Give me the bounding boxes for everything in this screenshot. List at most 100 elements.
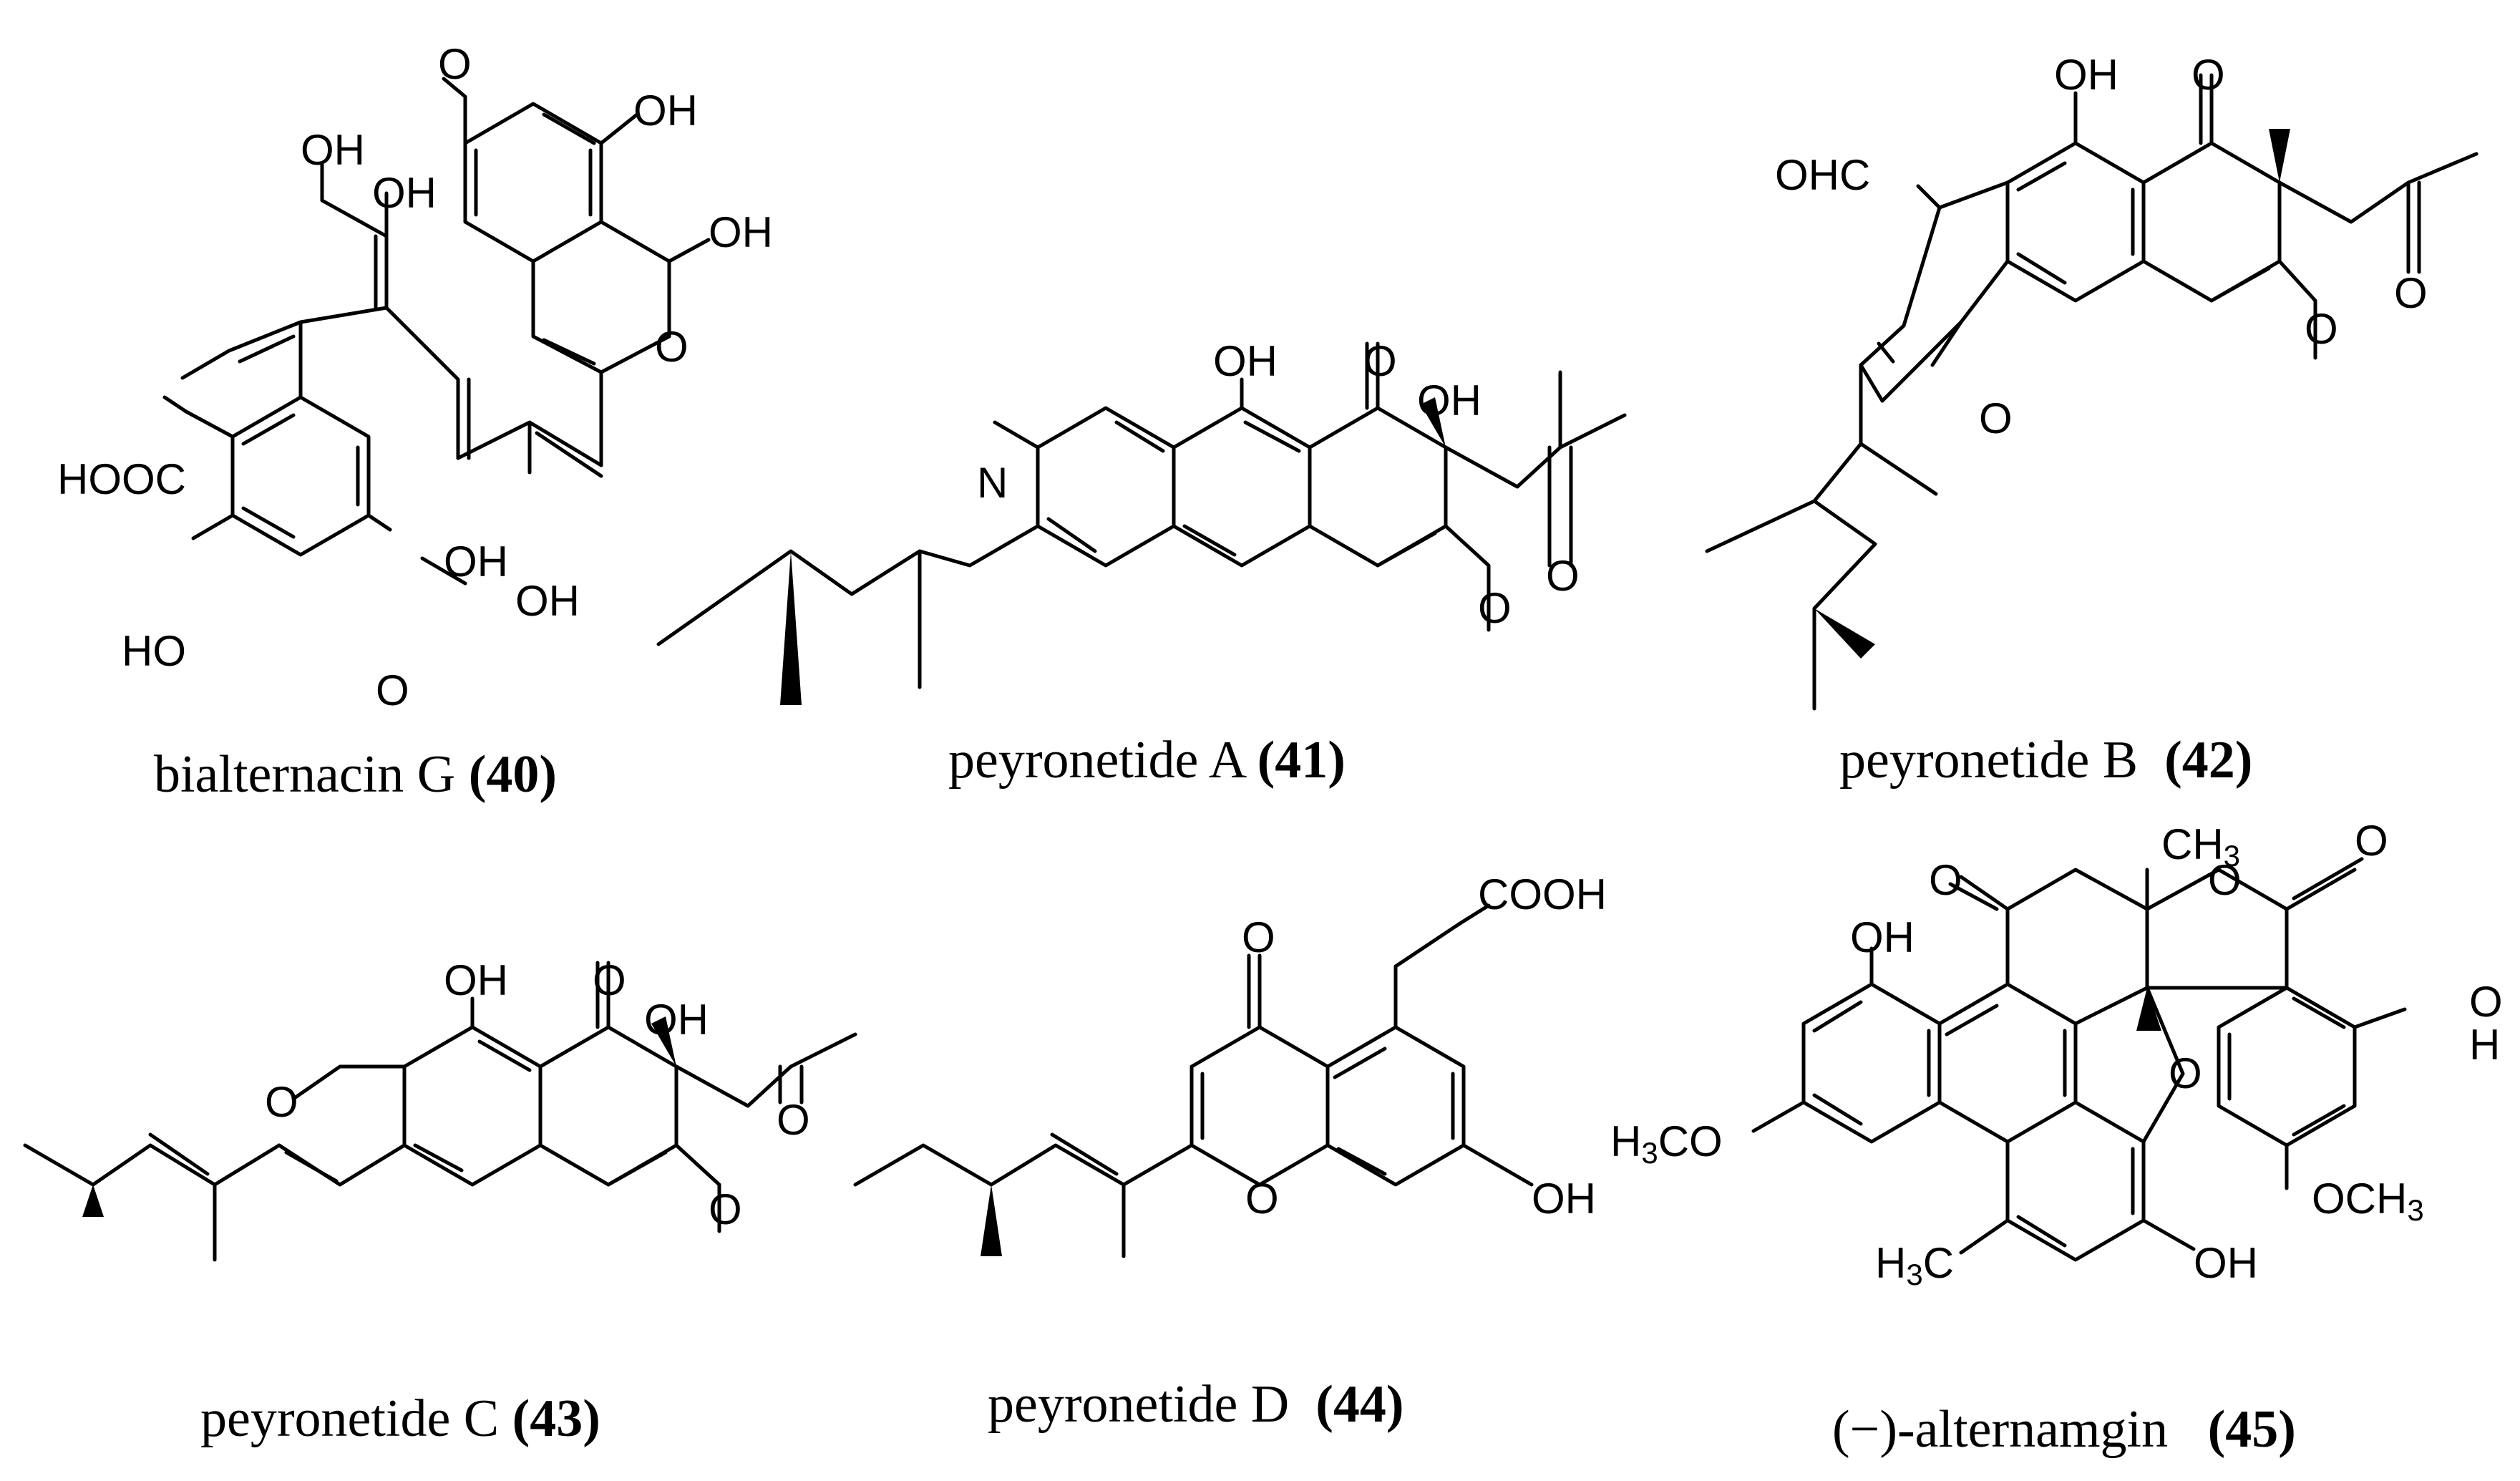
bond-44-sidechain: [853, 1132, 1194, 1258]
bond-44-subst: [1247, 903, 1534, 1187]
atom-43-oh-c: OH: [644, 996, 709, 1044]
atom-40-oh-f: OH: [515, 577, 580, 625]
atom-43-o-ring: O: [265, 1078, 298, 1126]
structure-42: OH O OHC O O O: [1705, 51, 2478, 711]
caption-41: peyronetide A (41): [948, 731, 1346, 790]
bond-40-ethylidene-double: [238, 334, 296, 364]
atom-40-oh-b: OH: [301, 126, 365, 174]
ring-42-benzene-double: [2016, 161, 2135, 285]
bond-43-sidechain: [23, 1132, 281, 1262]
bond-43-ome: [674, 1143, 721, 1233]
ring-40-benzo: [463, 102, 603, 263]
ring-45-a-double: [1812, 1000, 1931, 1126]
bond-43-acetyl-co: [778, 1064, 804, 1104]
atom-44-cooh: COOH: [1478, 870, 1607, 918]
ring-42-enone: [2141, 141, 2282, 303]
bond-40-chain-c: [456, 420, 603, 478]
ring-43-benzo-double: [413, 1039, 532, 1172]
atom-41-n: N: [977, 459, 1008, 507]
ring-41-benzo: [1172, 406, 1312, 568]
bond-40-cooh: [162, 395, 235, 439]
ring-41-pyridine-double: [1046, 420, 1165, 553]
bond-40-chain-b: [384, 306, 471, 460]
ring-41-benzo-double: [1182, 420, 1301, 557]
ring-42-benzene: [2005, 141, 2146, 303]
ring-44-benzo-double: [1333, 1047, 1455, 1176]
atom-45-ch3-top: CH3: [2161, 820, 2240, 873]
atom-42-o-furan: O: [1979, 394, 2013, 442]
caption-40: bialternacin G (40): [154, 745, 557, 804]
structure-44: O COOH O OH: [853, 870, 1607, 1258]
wedge-43-oh: [651, 1016, 676, 1067]
atom-40-oh-c: OH: [372, 169, 437, 217]
ring-40-pyran-b: [542, 259, 671, 366]
bond-43-subst: [470, 961, 857, 1108]
caption-43: peyronetide C (43): [200, 1389, 600, 1448]
atom-40-o-bottom: O: [376, 666, 409, 714]
structure-43: OH O OH O O O: [23, 956, 857, 1262]
wedge-45: [2136, 988, 2161, 1031]
ring-40-pyran: [531, 220, 671, 374]
atom-41-oh-top: OH: [1213, 337, 1278, 385]
ring-41-enone-double: [1376, 531, 1437, 568]
ring-43-benzo: [402, 1025, 543, 1187]
structure-45: CH3 O O O OH O H O H3CO OCH3 H3C OH: [1610, 817, 2503, 1291]
caption-44: peyronetide D (44): [988, 1375, 1404, 1434]
atom-40-oh-a: OH: [633, 87, 698, 135]
atom-45-oh-l: OH: [1850, 913, 1915, 961]
atom-40-oh-d: OH: [709, 208, 773, 256]
atom-43-o-acetyl: O: [777, 1096, 810, 1144]
bond-45-links: [2141, 868, 2407, 1144]
atom-40-ome-top: O: [438, 40, 472, 88]
caption-45: (−)-alternamgin (45): [1832, 1400, 2296, 1459]
ring-44-benzo: [1325, 1025, 1466, 1187]
bond-42-acetyl: [2277, 152, 2478, 274]
atom-42-oh-top: OH: [2054, 51, 2118, 99]
bond-41-subst: [1240, 341, 1627, 489]
ring-43-enone: [538, 1025, 678, 1187]
ring-45-c: [2005, 1100, 2146, 1262]
bond-42-ome: [2277, 259, 2317, 360]
atom-42-o-acetyl: O: [2394, 269, 2428, 317]
bond-41-acetyl-co: [1547, 445, 1573, 568]
ring-44-pyrone: [1190, 1025, 1330, 1187]
ring-42-furan-double: [1877, 341, 1895, 364]
ring-45-b: [1937, 982, 2078, 1144]
ring-45-e: [2217, 986, 2357, 1147]
bond-40-enol-a: [298, 234, 389, 324]
wedge-43: [82, 1185, 104, 1217]
structure-41: OH O OH N O O: [656, 337, 1627, 705]
atom-40-o-ring: O: [655, 323, 689, 371]
wedge-42-me: [2269, 129, 2290, 183]
ring-45-lactone-co: [2285, 857, 2364, 911]
atom-41-o-acetyl: O: [1546, 552, 1580, 600]
ring-45-a: [1801, 982, 1942, 1144]
atom-40-ho: HO: [122, 627, 186, 675]
bond-40-ethylidene: [180, 320, 303, 399]
atom-45-o-ket-l: O: [1929, 856, 1962, 904]
atom-45-oh-r-h: H: [2469, 1021, 2500, 1069]
atom-45-h3co: H3CO: [1610, 1117, 1723, 1170]
atom-44-oh: OH: [1532, 1175, 1596, 1223]
ring-40-a: [230, 395, 371, 557]
caption-42: peyronetide B (42): [1839, 731, 2253, 790]
atom-45-o-lactone: O: [2208, 856, 2242, 904]
ring-41-pyridine: [1036, 406, 1176, 568]
atom-41-oh-c: OH: [1417, 377, 1482, 424]
ring-43-pyran-double: [284, 1150, 339, 1183]
bond-40-oh-arms: [320, 162, 389, 238]
atom-44-o-keto: O: [1242, 913, 1275, 961]
atom-43-oh-top: OH: [444, 956, 508, 1004]
atom-45-oh-r-o: O: [2469, 978, 2503, 1026]
atom-41-o-me: O: [1478, 584, 1512, 632]
atom-45-o-lac-co: O: [2355, 817, 2388, 865]
bond-42-sidechain: [1705, 363, 1938, 711]
ring-40-benzo-double: [474, 112, 596, 217]
ring-40-a-double: [241, 413, 360, 539]
atom-45-h3c: H3C: [1875, 1239, 1954, 1291]
bond-41-sidechain: [656, 420, 1040, 689]
ring-45-d: [1959, 868, 2149, 1026]
bond-40-ho: [191, 513, 235, 540]
